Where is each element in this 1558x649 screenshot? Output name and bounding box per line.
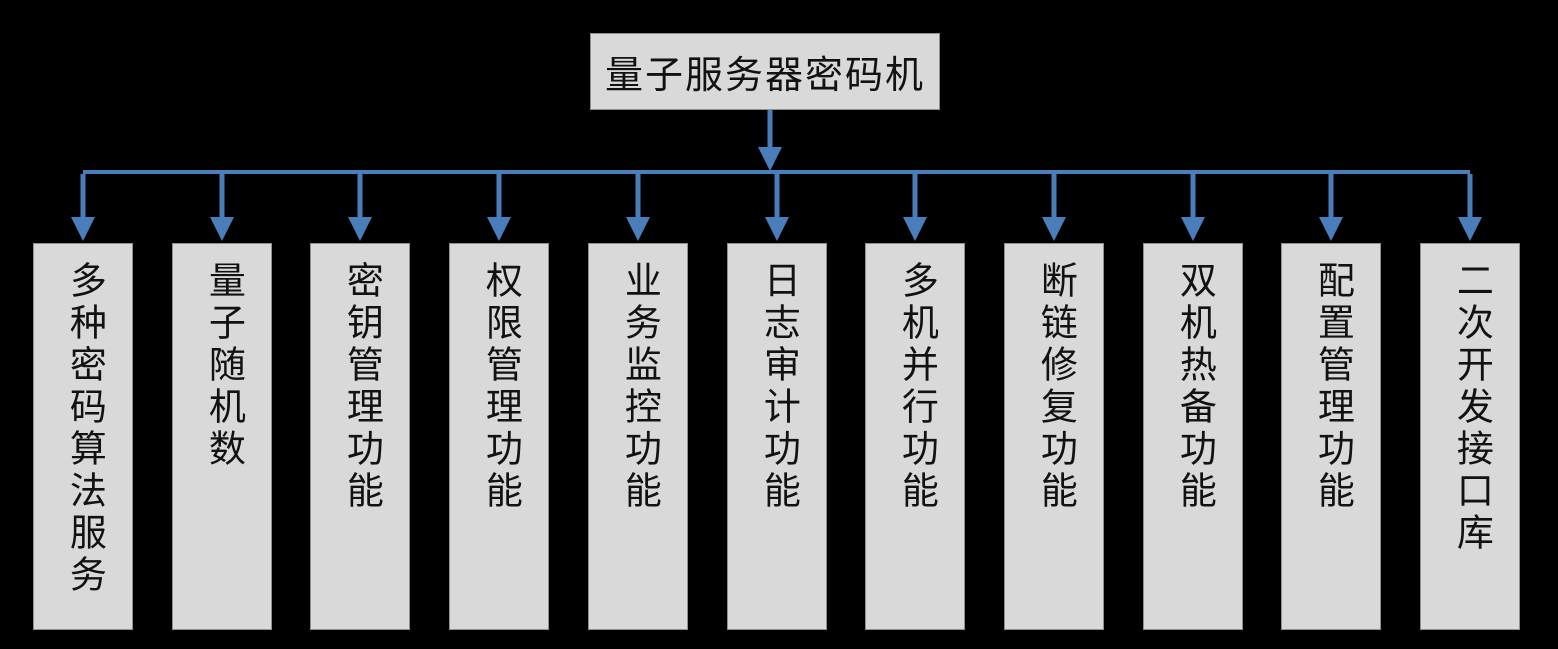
arrow-down-icon [626,217,650,241]
branch-arrow-5 [626,174,650,241]
arrow-down-icon [487,217,511,241]
node-label: 权限管理功能 [479,261,521,513]
branch-arrow-2 [210,174,234,241]
node-crypto-algorithm-services: 多种密码算法服务 [33,243,133,630]
node-label: 配置管理功能 [1311,261,1353,513]
branch-arrow-8 [1042,174,1066,241]
node-quantum-random-number: 量子随机数 [172,243,272,630]
branch-arrow-10 [1319,174,1343,241]
node-label: 日志审计功能 [757,261,799,513]
node-log-audit: 日志审计功能 [727,243,827,630]
node-key-management: 密钥管理功能 [310,243,410,630]
node-label: 业务监控功能 [618,261,660,513]
arrow-down-icon [1319,217,1343,241]
node-label: 量子随机数 [202,261,244,471]
arrow-down-icon [210,217,234,241]
node-label: 多机并行功能 [895,261,937,513]
branch-arrow-7 [903,174,927,241]
node-label: 双机热备功能 [1173,261,1215,513]
trunk-arrowhead-icon [758,147,782,171]
node-label: 断链修复功能 [1034,261,1076,513]
arrow-down-icon [903,217,927,241]
node-business-monitoring: 业务监控功能 [588,243,688,630]
arrow-down-icon [1042,217,1066,241]
arrow-down-icon [1458,217,1482,241]
arrow-down-icon [1181,217,1205,241]
arrow-down-icon [348,217,372,241]
branch-arrow-1 [71,174,95,241]
node-label: 二次开发接口库 [1450,261,1492,555]
branch-arrow-6 [765,174,789,241]
node-label: 多种密码算法服务 [63,261,105,597]
node-multi-machine-parallel: 多机并行功能 [865,243,965,630]
node-label: 密钥管理功能 [340,261,382,513]
node-permission-management: 权限管理功能 [449,243,549,630]
arrow-down-icon [71,217,95,241]
node-dual-machine-hot-standby: 双机热备功能 [1143,243,1243,630]
node-secondary-dev-interface-library: 二次开发接口库 [1420,243,1520,630]
arrow-down-icon [765,217,789,241]
root-node: 量子服务器密码机 [590,33,940,110]
branch-arrow-9 [1181,174,1205,241]
node-configuration-management: 配置管理功能 [1281,243,1381,630]
branch-arrow-3 [348,174,372,241]
trunk-connector [758,110,782,171]
branch-arrow-11 [1458,174,1482,241]
branch-arrow-4 [487,174,511,241]
root-node-label: 量子服务器密码机 [604,55,925,97]
node-link-repair: 断链修复功能 [1004,243,1104,630]
